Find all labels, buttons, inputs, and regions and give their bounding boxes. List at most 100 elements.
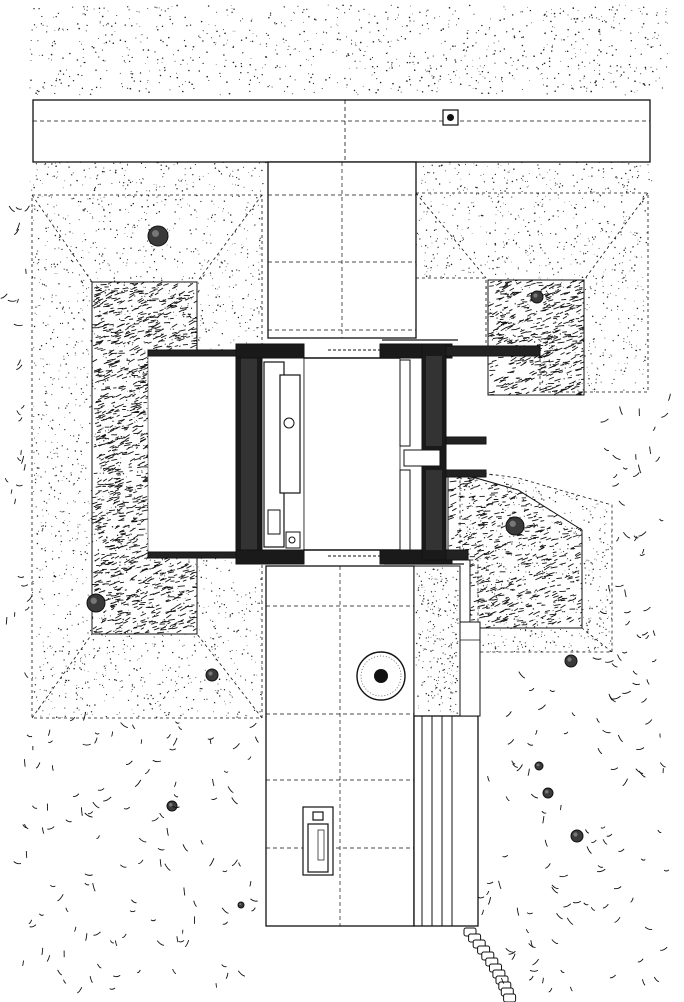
stipple-dot (284, 25, 286, 27)
stipple-dot (171, 295, 173, 297)
stipple-dot (447, 261, 449, 264)
stipple-dot (611, 383, 613, 385)
stipple-dot (495, 550, 497, 552)
stipple-dot (491, 177, 494, 179)
stipple-dot (637, 239, 639, 241)
stipple-dot (251, 283, 253, 285)
stipple-dot (243, 619, 245, 621)
stipple-dot (419, 33, 421, 35)
stipple-dot (42, 298, 45, 300)
stipple-dot (140, 326, 141, 327)
stipple-dot (45, 522, 47, 524)
stipple-dot (425, 15, 427, 17)
stipple-dot (651, 38, 653, 39)
stipple-dot (73, 197, 75, 200)
stipple-dot (610, 81, 612, 83)
stipple-dot (198, 35, 200, 37)
stipple-dot (105, 34, 107, 36)
stipple-dot (574, 21, 577, 23)
stipple-dot (256, 674, 258, 676)
stipple-dot (169, 667, 171, 669)
stipple-dot (160, 164, 162, 166)
stipple-dot (348, 8, 350, 10)
stipple-dot (461, 228, 463, 230)
stipple-dot (583, 75, 586, 77)
stipple-dot (463, 565, 466, 567)
stipple-dot (472, 335, 474, 337)
stipple-dot (63, 30, 65, 32)
stipple-dot (98, 12, 100, 13)
stipple-dot (502, 309, 504, 311)
stipple-dot (126, 358, 128, 360)
stipple-dot (424, 274, 426, 275)
stipple-dot (456, 69, 457, 71)
stipple-dot (151, 708, 154, 710)
stipple-dot (488, 579, 490, 581)
stipple-dot (57, 171, 59, 173)
stipple-dot (573, 185, 575, 187)
stipple-dot (458, 172, 460, 174)
stipple-dot (94, 654, 96, 656)
stipple-dot (624, 220, 626, 222)
stipple-dot (41, 15, 43, 18)
stipple-dot (600, 50, 602, 53)
stipple-dot (97, 549, 100, 551)
stipple-dot (554, 602, 556, 604)
stipple-dot (478, 517, 480, 519)
stipple-dot (460, 184, 462, 186)
stipple-dot (125, 399, 128, 401)
stipple-dot (89, 395, 91, 397)
stipple-dot (354, 60, 356, 62)
stipple-dot (518, 549, 519, 550)
stipple-dot (665, 11, 667, 13)
stipple-dot (558, 598, 560, 600)
stipple-dot (164, 67, 166, 69)
stipple-dot (158, 82, 160, 84)
stipple-dot (523, 219, 525, 221)
stipple-dot (608, 616, 609, 618)
stipple-dot (75, 341, 78, 343)
stipple-dot (504, 62, 506, 64)
stipple-dot (428, 70, 431, 73)
stipple-dot (604, 532, 606, 534)
stipple-dot (184, 168, 186, 170)
stipple-dot (51, 84, 53, 87)
stipple-dot (168, 169, 169, 171)
stipple-dot (487, 643, 490, 645)
stipple-dot (655, 14, 658, 16)
stipple-dot (51, 394, 53, 396)
stipple-dot (606, 617, 608, 620)
stipple-dot (482, 75, 484, 77)
stipple-dot (42, 24, 44, 26)
stipple-dot (602, 556, 604, 558)
stipple-dot (515, 373, 517, 375)
stipple-dot (59, 261, 62, 263)
stipple-dot (624, 94, 626, 96)
stipple-dot (180, 307, 182, 309)
stipple-dot (573, 88, 575, 90)
stipple-dot (529, 630, 531, 632)
stipple-dot (86, 442, 88, 444)
stipple-dot (543, 62, 546, 65)
stipple-dot (499, 211, 501, 213)
stipple-dot (254, 587, 257, 589)
stipple-dot (58, 214, 60, 216)
stipple-dot (73, 667, 75, 670)
stipple-dot (271, 86, 273, 88)
stipple-dot (77, 438, 80, 440)
stipple-dot (508, 239, 510, 241)
stipple-dot (376, 65, 379, 68)
stipple-dot (307, 73, 309, 75)
stipple-dot (101, 684, 104, 686)
stipple-dot (530, 536, 532, 538)
stipple-dot (105, 674, 107, 676)
stipple-dot (51, 428, 54, 430)
stipple-dot (181, 574, 183, 576)
stipple-dot (574, 597, 577, 599)
stipple-dot (575, 18, 577, 20)
stipple-dot (427, 189, 429, 191)
stipple-dot (225, 612, 227, 614)
stipple-dot (256, 639, 258, 641)
stipple-dot (30, 60, 32, 61)
stipple-dot (602, 354, 604, 357)
